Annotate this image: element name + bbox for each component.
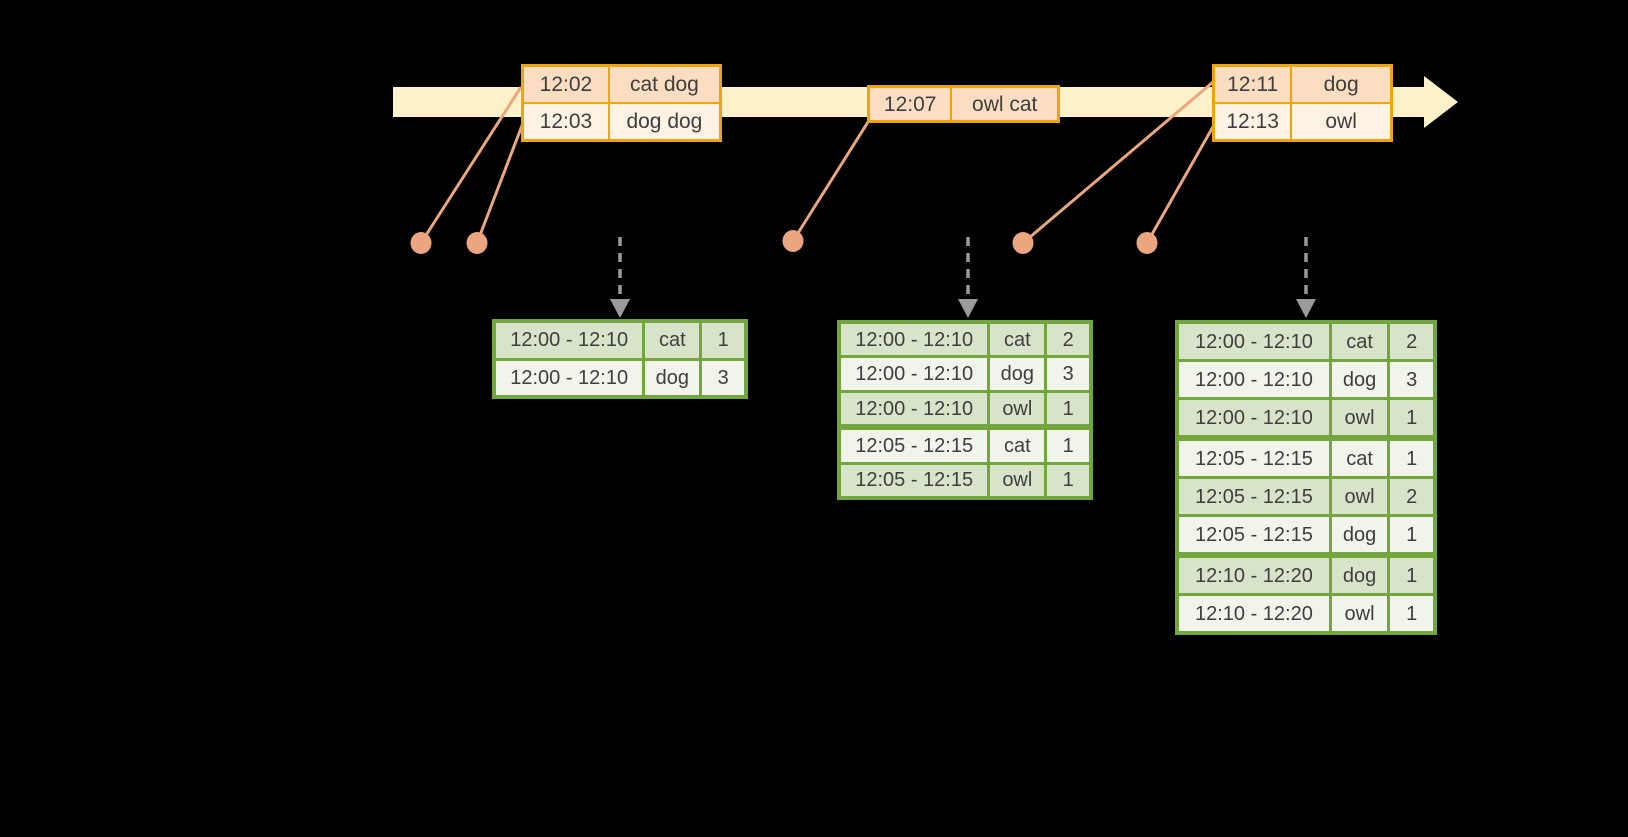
trigger-arrowhead	[958, 299, 978, 318]
window-cell: 12:00 - 12:10	[855, 363, 974, 386]
event-time-cell: 12:11	[1215, 67, 1291, 102]
result-row: 12:00 - 12:10 cat 2	[841, 324, 1089, 356]
word-cell: dog	[1328, 362, 1387, 397]
word-cell: dog	[1328, 517, 1387, 552]
event-leader-lines	[419, 80, 1216, 245]
word-cell: owl	[987, 464, 1044, 497]
event-table-1: 12:02 cat dog 12:03 dog dog	[521, 64, 722, 142]
event-words-cell: dog dog	[609, 104, 719, 139]
word-cell: cat	[1328, 324, 1387, 359]
result-row: 12:00 - 12:10 dog 3	[841, 355, 1089, 390]
result-row: 12:05 - 12:15 dog 1	[1179, 514, 1433, 552]
window-cell: 12:00 - 12:10	[855, 397, 974, 420]
window-cell: 12:05 - 12:15	[1194, 485, 1313, 508]
event-row: 12:07 owl cat	[870, 88, 1057, 120]
word-cell: cat	[1328, 441, 1387, 476]
result-row: 12:00 - 12:10 dog 3	[496, 357, 744, 395]
event-dots	[410, 230, 1158, 254]
event-row: 12:03 dog dog	[524, 104, 719, 139]
event-time-cell: 12:02	[524, 67, 608, 102]
word-cell: cat	[987, 430, 1044, 462]
event-time-axis-arrowhead	[1424, 76, 1458, 128]
window-cell: 12:05 - 12:15	[855, 434, 974, 457]
event-table-2: 12:07 owl cat	[867, 85, 1060, 123]
event-words-cell: owl cat	[952, 88, 1057, 120]
count-cell: 3	[1044, 358, 1089, 390]
event-leader-line	[1145, 124, 1216, 244]
event-dot	[1012, 232, 1034, 254]
window-cell: 12:05 - 12:15	[1194, 447, 1313, 470]
window-cell: 12:00 - 12:10	[855, 328, 974, 351]
event-words-cell: cat dog	[609, 67, 719, 102]
window-cell: 12:00 - 12:10	[510, 366, 629, 389]
event-dot	[1136, 232, 1158, 254]
count-cell: 1	[1044, 430, 1089, 462]
event-words-cell: owl	[1292, 104, 1390, 139]
window-cell: 12:05 - 12:15	[1194, 523, 1313, 546]
word-cell: cat	[642, 323, 699, 358]
word-cell: dog	[987, 358, 1044, 390]
event-words-cell: dog	[1292, 67, 1390, 102]
event-leader-line	[791, 121, 870, 242]
event-dot	[466, 232, 488, 254]
count-cell: 1	[1044, 464, 1089, 497]
event-time-cell: 12:07	[870, 88, 951, 120]
result-row: 12:00 - 12:10 dog 3	[1179, 359, 1433, 397]
result-row: 12:10 - 12:20 owl 1	[1179, 593, 1433, 631]
word-cell: dog	[1328, 558, 1387, 593]
event-time-cell: 12:13	[1215, 104, 1291, 139]
window-cell: 12:05 - 12:15	[855, 469, 974, 492]
count-cell: 3	[1387, 362, 1433, 397]
result-row: 12:05 - 12:15 owl 1	[841, 461, 1089, 497]
event-leader-line	[1022, 80, 1214, 245]
word-cell: dog	[642, 360, 699, 395]
event-leader-line	[475, 122, 525, 244]
event-row: 12:11 dog	[1215, 67, 1390, 102]
count-cell: 1	[1387, 441, 1433, 476]
event-table-3: 12:11 dog 12:13 owl	[1212, 64, 1393, 142]
event-dot	[410, 232, 432, 254]
window-cell: 12:00 - 12:10	[1194, 406, 1313, 429]
count-cell: 1	[699, 323, 744, 358]
window-cell: 12:00 - 12:10	[510, 329, 629, 352]
count-cell: 1	[1044, 392, 1089, 425]
event-dot	[782, 230, 804, 252]
count-cell: 2	[1387, 479, 1433, 514]
window-cell: 12:10 - 12:20	[1194, 564, 1313, 587]
word-cell: owl	[1328, 596, 1387, 631]
window-cell: 12:00 - 12:10	[1194, 330, 1313, 353]
trigger-arrowhead	[1296, 299, 1316, 318]
event-time-cell: 12:03	[524, 104, 608, 139]
word-cell: owl	[1328, 479, 1387, 514]
count-cell: 2	[1387, 324, 1433, 359]
window-cell: 12:10 - 12:20	[1194, 602, 1313, 625]
result-row: 12:00 - 12:10 owl 1	[1179, 397, 1433, 435]
result-row: 12:00 - 12:10 cat 1	[496, 323, 744, 358]
result-table-1: 12:00 - 12:10 cat 1 12:00 - 12:10 dog 3	[492, 319, 748, 399]
count-cell: 1	[1387, 400, 1433, 435]
event-row: 12:13 owl	[1215, 104, 1390, 139]
result-table-3: 12:00 - 12:10 cat 2 12:00 - 12:10 dog 3 …	[1175, 320, 1437, 635]
trigger-arrowheads	[610, 299, 1316, 318]
result-row: 12:10 - 12:20 dog 1	[1179, 552, 1433, 593]
result-table-2: 12:00 - 12:10 cat 2 12:00 - 12:10 dog 3 …	[837, 320, 1093, 500]
word-cell: cat	[987, 324, 1044, 356]
window-cell: 12:00 - 12:10	[1194, 368, 1313, 391]
result-row: 12:05 - 12:15 owl 2	[1179, 476, 1433, 514]
count-cell: 2	[1044, 324, 1089, 356]
count-cell: 3	[699, 360, 744, 395]
word-cell: owl	[987, 392, 1044, 425]
result-row: 12:05 - 12:15 cat 1	[1179, 435, 1433, 476]
count-cell: 1	[1387, 558, 1433, 593]
count-cell: 1	[1387, 596, 1433, 631]
trigger-arrowhead	[610, 299, 630, 318]
result-row: 12:00 - 12:10 owl 1	[841, 389, 1089, 425]
event-row: 12:02 cat dog	[524, 67, 719, 102]
event-leader-line	[419, 86, 523, 244]
trigger-arrows	[618, 237, 1308, 300]
word-cell: owl	[1328, 400, 1387, 435]
count-cell: 1	[1387, 517, 1433, 552]
result-row: 12:05 - 12:15 cat 1	[841, 424, 1089, 462]
result-row: 12:00 - 12:10 cat 2	[1179, 324, 1433, 359]
